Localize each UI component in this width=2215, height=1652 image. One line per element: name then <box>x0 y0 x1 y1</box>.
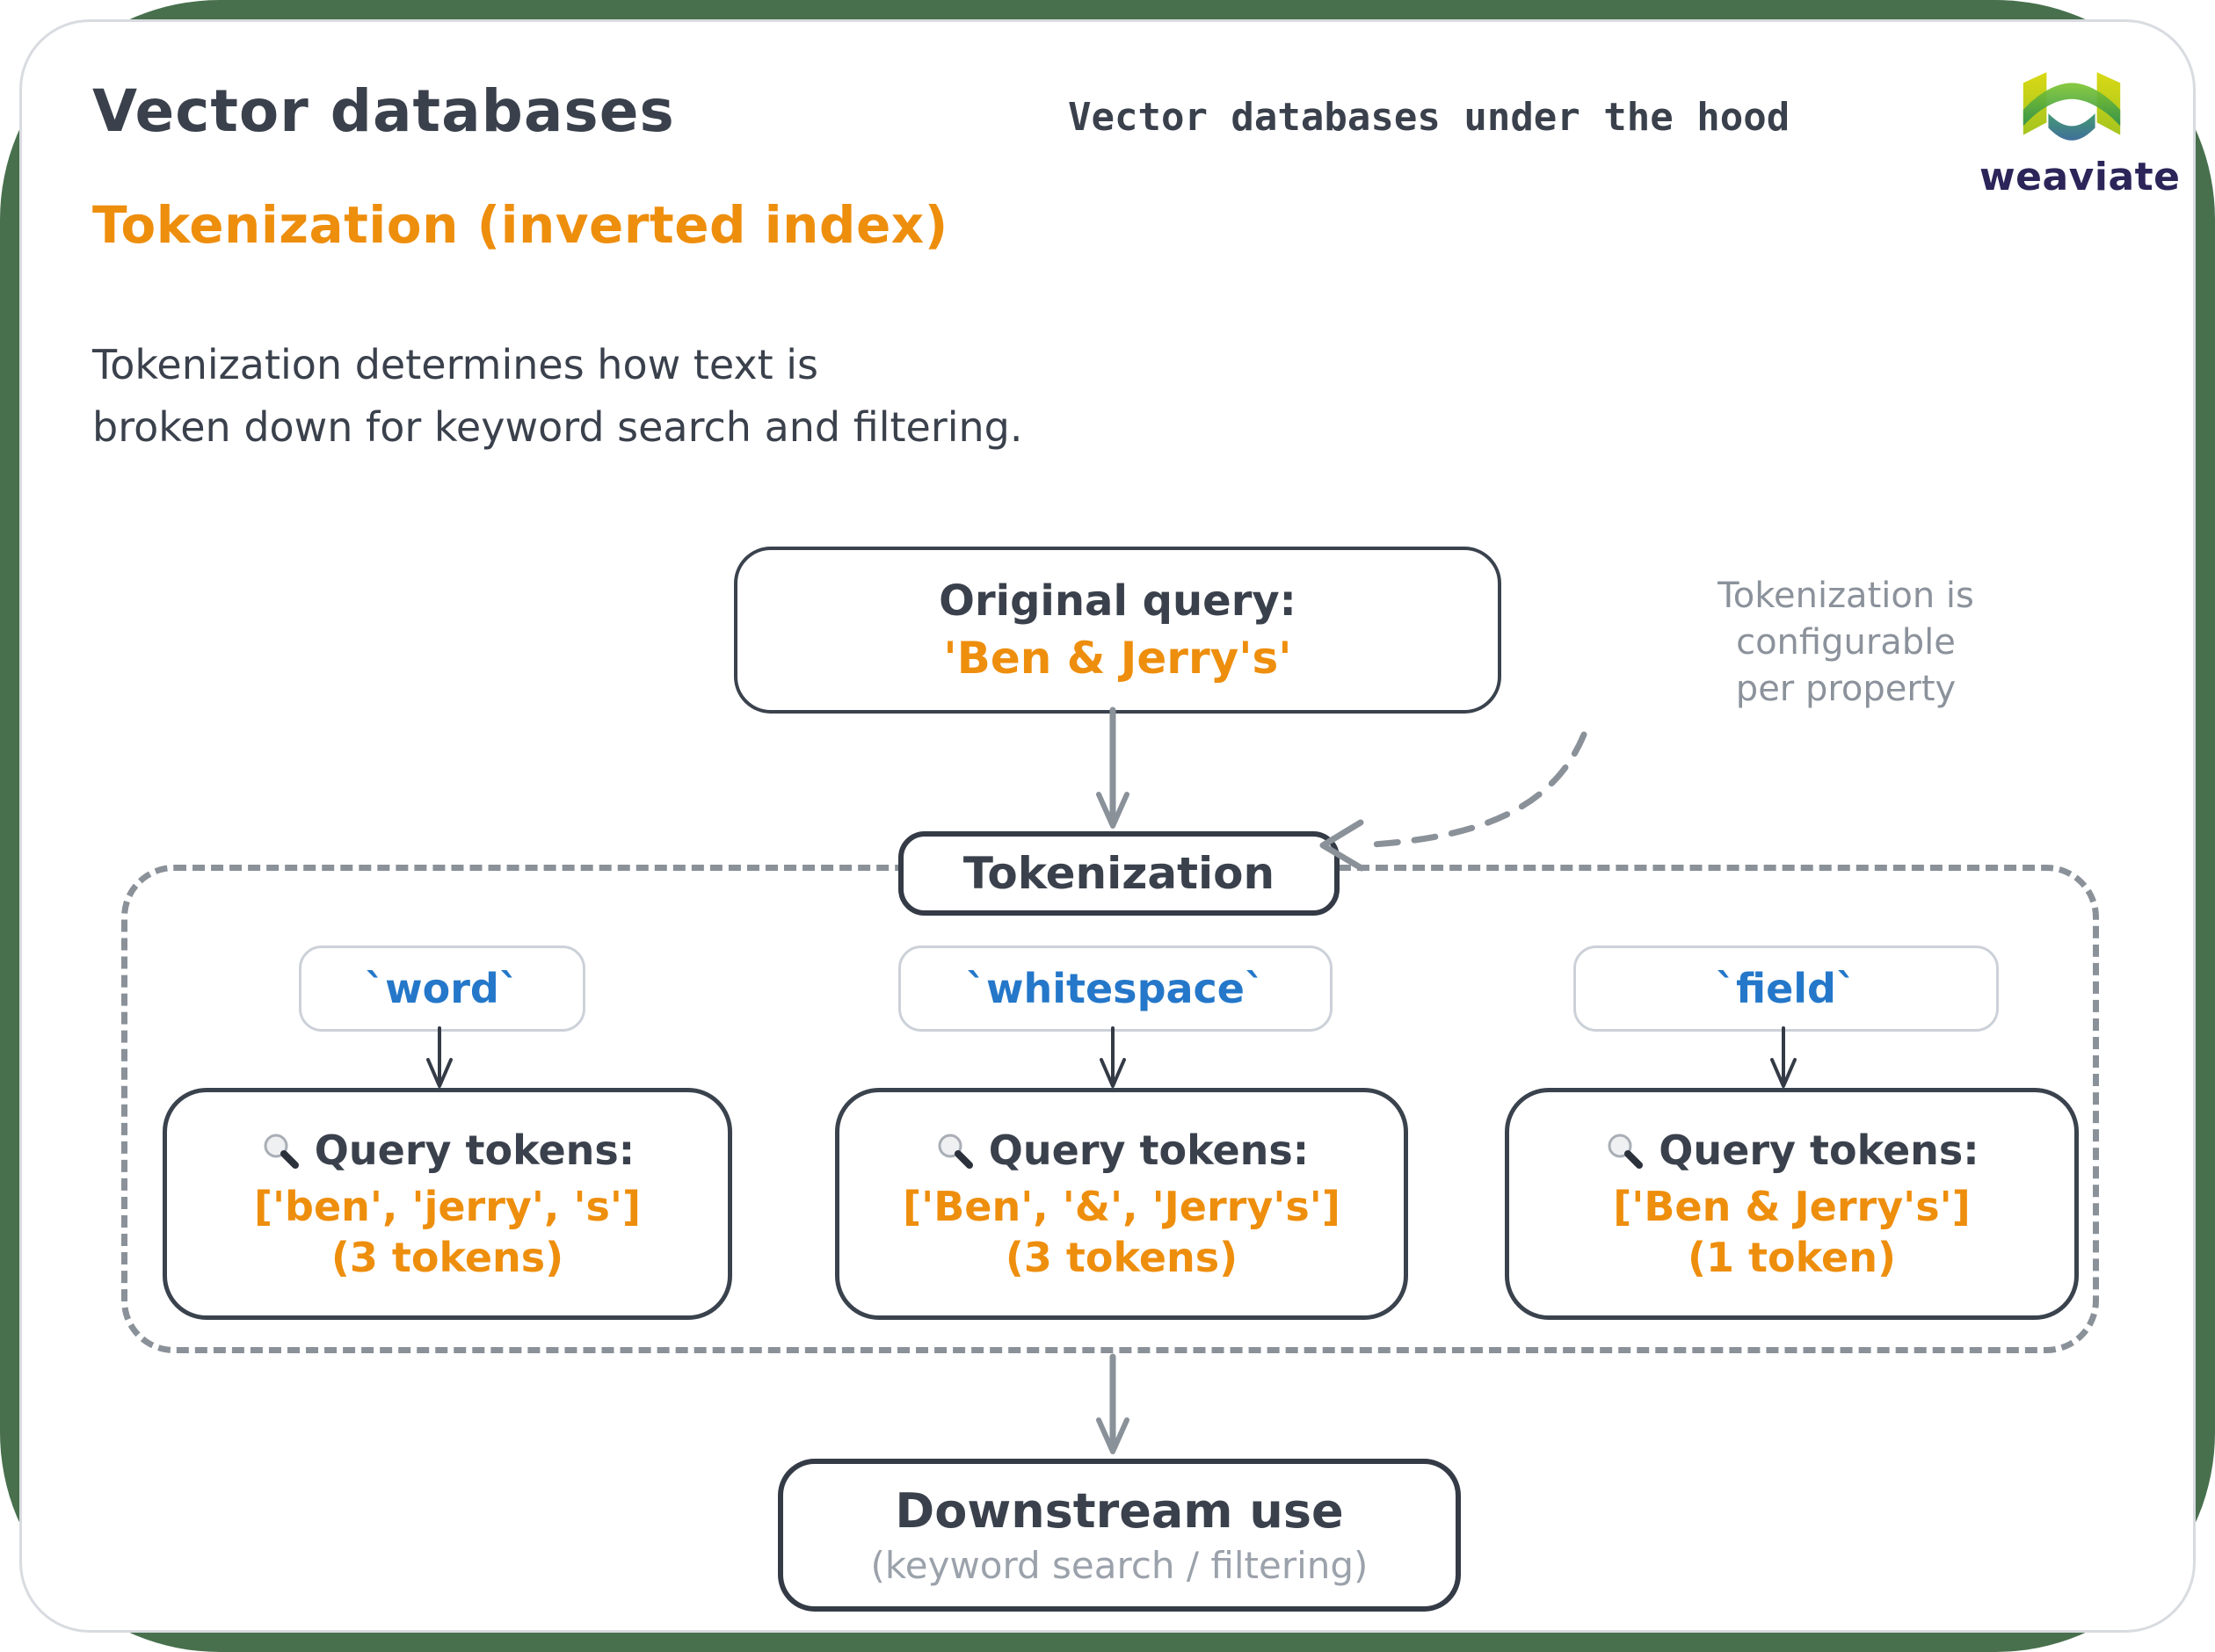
description-line-1: Tokenization determines how text is <box>92 341 819 388</box>
query-tokens-value-field: ['Ben & Jerry's'] <box>1613 1183 1971 1230</box>
method-pill-whitespace: `whitespace` <box>898 946 1333 1032</box>
magnifier-icon <box>264 1134 299 1169</box>
query-tokens-label: Query tokens: <box>988 1127 1310 1174</box>
method-pill-field: `field` <box>1573 946 1999 1032</box>
downstream-subtitle: (keyword search / filtering) <box>870 1544 1369 1587</box>
weaviate-wordmark: weaviate <box>1979 155 2181 199</box>
header-caption: Vector databases under the hood <box>1068 95 1790 140</box>
query-tokens-box-whitespace: Query tokens: ['Ben', '&', 'Jerry's'] (3… <box>835 1088 1408 1320</box>
page-subtitle: Tokenization (inverted index) <box>92 195 948 255</box>
magnifier-icon <box>938 1134 973 1169</box>
original-query-value: 'Ben & Jerry's' <box>943 633 1292 684</box>
magnifier-icon <box>1608 1134 1644 1169</box>
slide-card <box>19 19 2196 1633</box>
original-query-box: Original query: 'Ben & Jerry's' <box>734 547 1501 714</box>
note-tokenization-configurable: Tokenization is configurable per propert… <box>1644 573 2048 712</box>
downstream-use-box: Downstream use (keyword search / filteri… <box>778 1459 1461 1612</box>
query-tokens-box-field: Query tokens: ['Ben & Jerry's'] (1 token… <box>1505 1088 2079 1320</box>
query-tokens-count-field: (1 token) <box>1688 1234 1896 1281</box>
query-tokens-value-word: ['ben', 'jerry', 's'] <box>253 1183 642 1230</box>
query-tokens-value-whitespace: ['Ben', '&', 'Jerry's'] <box>903 1183 1340 1230</box>
note-line-2: configurable <box>1736 621 1956 663</box>
downstream-title: Downstream use <box>895 1483 1344 1539</box>
query-tokens-label: Query tokens: <box>1659 1127 1979 1174</box>
query-tokens-box-word: Query tokens: ['ben', 'jerry', 's'] (3 t… <box>163 1088 732 1320</box>
note-line-1: Tokenization is <box>1718 576 1974 616</box>
query-tokens-count-word: (3 tokens) <box>330 1234 564 1281</box>
weaviate-logo-icon <box>2023 72 2121 141</box>
tokenization-label: Tokenization <box>962 848 1275 899</box>
note-line-3: per property <box>1735 668 1957 709</box>
query-tokens-count-whitespace: (3 tokens) <box>1005 1234 1238 1281</box>
original-query-label: Original query: <box>939 576 1296 626</box>
tokenization-box: Tokenization <box>898 831 1340 916</box>
page-title: Vector databases <box>92 77 675 145</box>
method-pill-field-label: `field` <box>1716 965 1856 1012</box>
weaviate-logo: weaviate <box>1979 69 2181 199</box>
method-pill-word-label: `word` <box>365 965 519 1012</box>
method-pill-whitespace-label: `whitespace` <box>965 965 1265 1012</box>
description-line-2: broken down for keyword search and filte… <box>92 403 1023 452</box>
description: Tokenization determines how text is brok… <box>92 334 1023 460</box>
method-pill-word: `word` <box>299 946 585 1032</box>
query-tokens-label: Query tokens: <box>314 1127 635 1174</box>
